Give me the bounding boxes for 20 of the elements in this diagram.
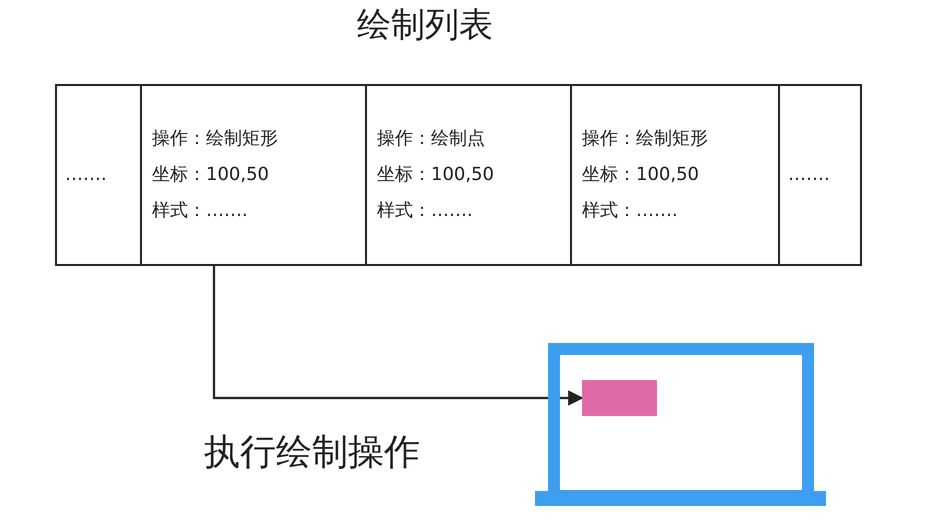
title: 绘制列表 — [356, 4, 494, 47]
cell-text: 操作：绘制点 — [377, 127, 486, 151]
cell-text: ……. — [65, 163, 108, 187]
table-cell — [778, 84, 862, 266]
arrow — [212, 266, 584, 406]
table-cell — [570, 84, 780, 266]
cell-text: 样式：……. — [377, 199, 474, 223]
cell-text: 坐标：100,50 — [152, 163, 270, 187]
cell-text: 坐标：100,50 — [377, 163, 495, 187]
table-cell — [140, 84, 367, 266]
edge-label: 执行绘制操作 — [204, 431, 420, 475]
cell-text: 操作：绘制矩形 — [152, 127, 279, 151]
cell-text: 样式：……. — [152, 199, 249, 223]
table-cell — [365, 84, 572, 266]
cell-text: 操作：绘制矩形 — [582, 127, 709, 151]
cell-text: 坐标：100,50 — [582, 163, 700, 187]
cell-text: 样式：……. — [582, 199, 679, 223]
cell-text: ……. — [788, 163, 831, 187]
table-cell — [55, 84, 142, 266]
screen-rectangle — [582, 380, 657, 416]
